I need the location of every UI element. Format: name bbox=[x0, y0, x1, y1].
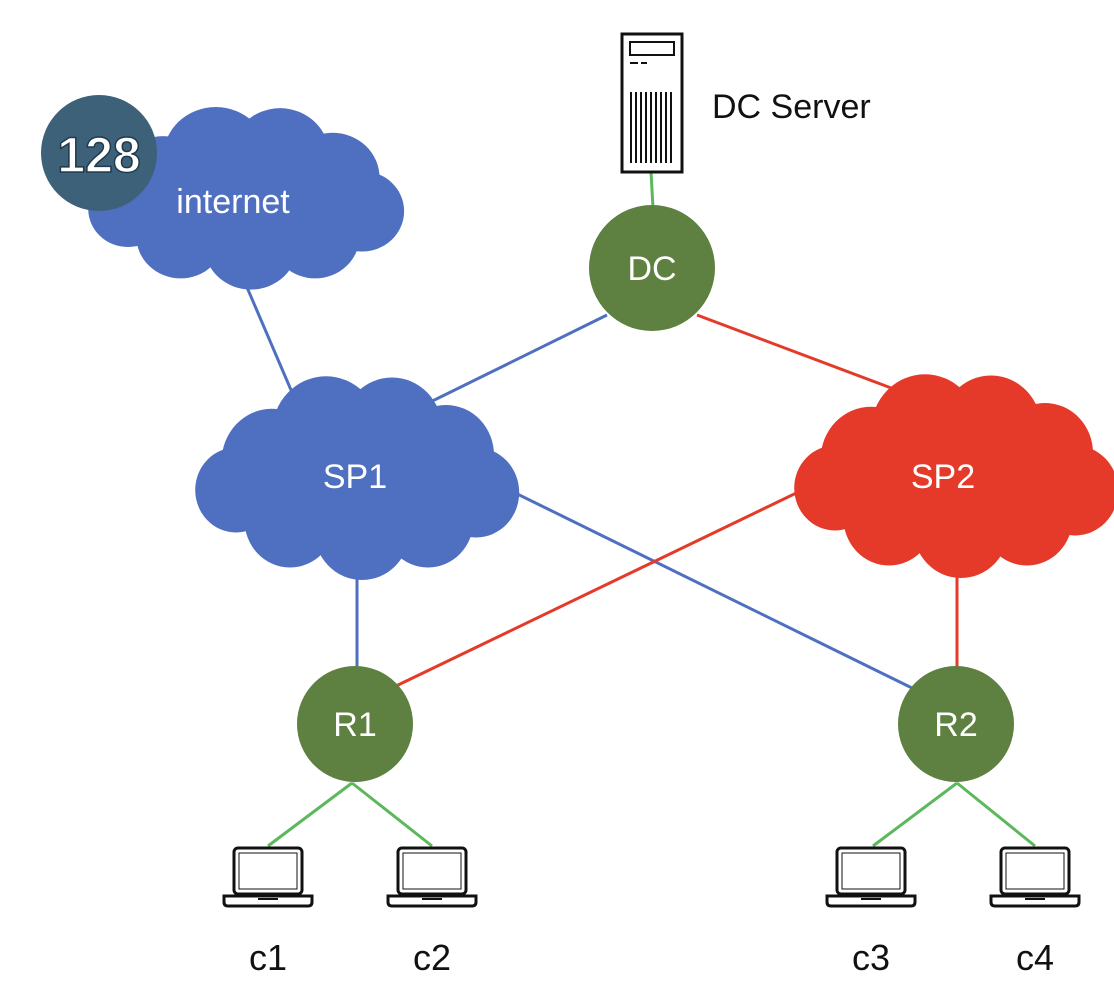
client-c3[interactable]: c3 bbox=[825, 846, 917, 978]
c4-label: c4 bbox=[1016, 937, 1054, 978]
internet-label: internet bbox=[176, 183, 290, 221]
sp1-label: SP1 bbox=[323, 458, 387, 496]
link-sp2-r1 bbox=[395, 482, 816, 688]
badge-128: 128 bbox=[41, 95, 157, 211]
client-c4[interactable]: c4 bbox=[989, 846, 1081, 978]
laptop-icon bbox=[386, 846, 478, 908]
r2-router-circle bbox=[898, 666, 1014, 782]
c3-label: c3 bbox=[852, 937, 890, 978]
dc-router[interactable]: DC bbox=[589, 205, 715, 331]
dc-server-label: DC Server bbox=[712, 88, 871, 126]
internet-cloud[interactable]: internet bbox=[88, 107, 405, 290]
r1-router[interactable]: R1 bbox=[297, 666, 413, 782]
server-icon bbox=[620, 32, 684, 174]
dc-router-circle bbox=[589, 205, 715, 331]
badge-circle bbox=[41, 95, 157, 211]
link-r2-c4 bbox=[956, 781, 1036, 848]
r2-label: R2 bbox=[934, 706, 977, 744]
link-dcserver-dc bbox=[649, 171, 655, 209]
r1-label: R1 bbox=[333, 706, 376, 744]
link-r2-c3 bbox=[872, 781, 958, 848]
link-dc-sp1 bbox=[405, 313, 608, 416]
links bbox=[241, 171, 1036, 848]
sp2-label: SP2 bbox=[911, 458, 975, 496]
dc-label: DC bbox=[627, 250, 676, 288]
laptop-icon bbox=[825, 846, 917, 908]
badge-text: 128 bbox=[57, 127, 140, 183]
client-c1[interactable]: c1 bbox=[222, 846, 314, 978]
link-sp1-r2 bbox=[496, 482, 913, 690]
sp2-cloud[interactable]: SP2 bbox=[794, 374, 1114, 578]
laptop-icon bbox=[222, 846, 314, 908]
client-c2[interactable]: c2 bbox=[386, 846, 478, 978]
laptop-icon bbox=[989, 846, 1081, 908]
dc-server[interactable]: DC Server bbox=[620, 32, 871, 174]
r1-router-circle bbox=[297, 666, 413, 782]
sp1-cloud[interactable]: SP1 bbox=[195, 376, 520, 580]
link-r1-c1 bbox=[267, 781, 353, 848]
c1-label: c1 bbox=[249, 937, 287, 978]
link-r1-c2 bbox=[351, 781, 433, 848]
r2-router[interactable]: R2 bbox=[898, 666, 1014, 782]
c2-label: c2 bbox=[413, 937, 451, 978]
